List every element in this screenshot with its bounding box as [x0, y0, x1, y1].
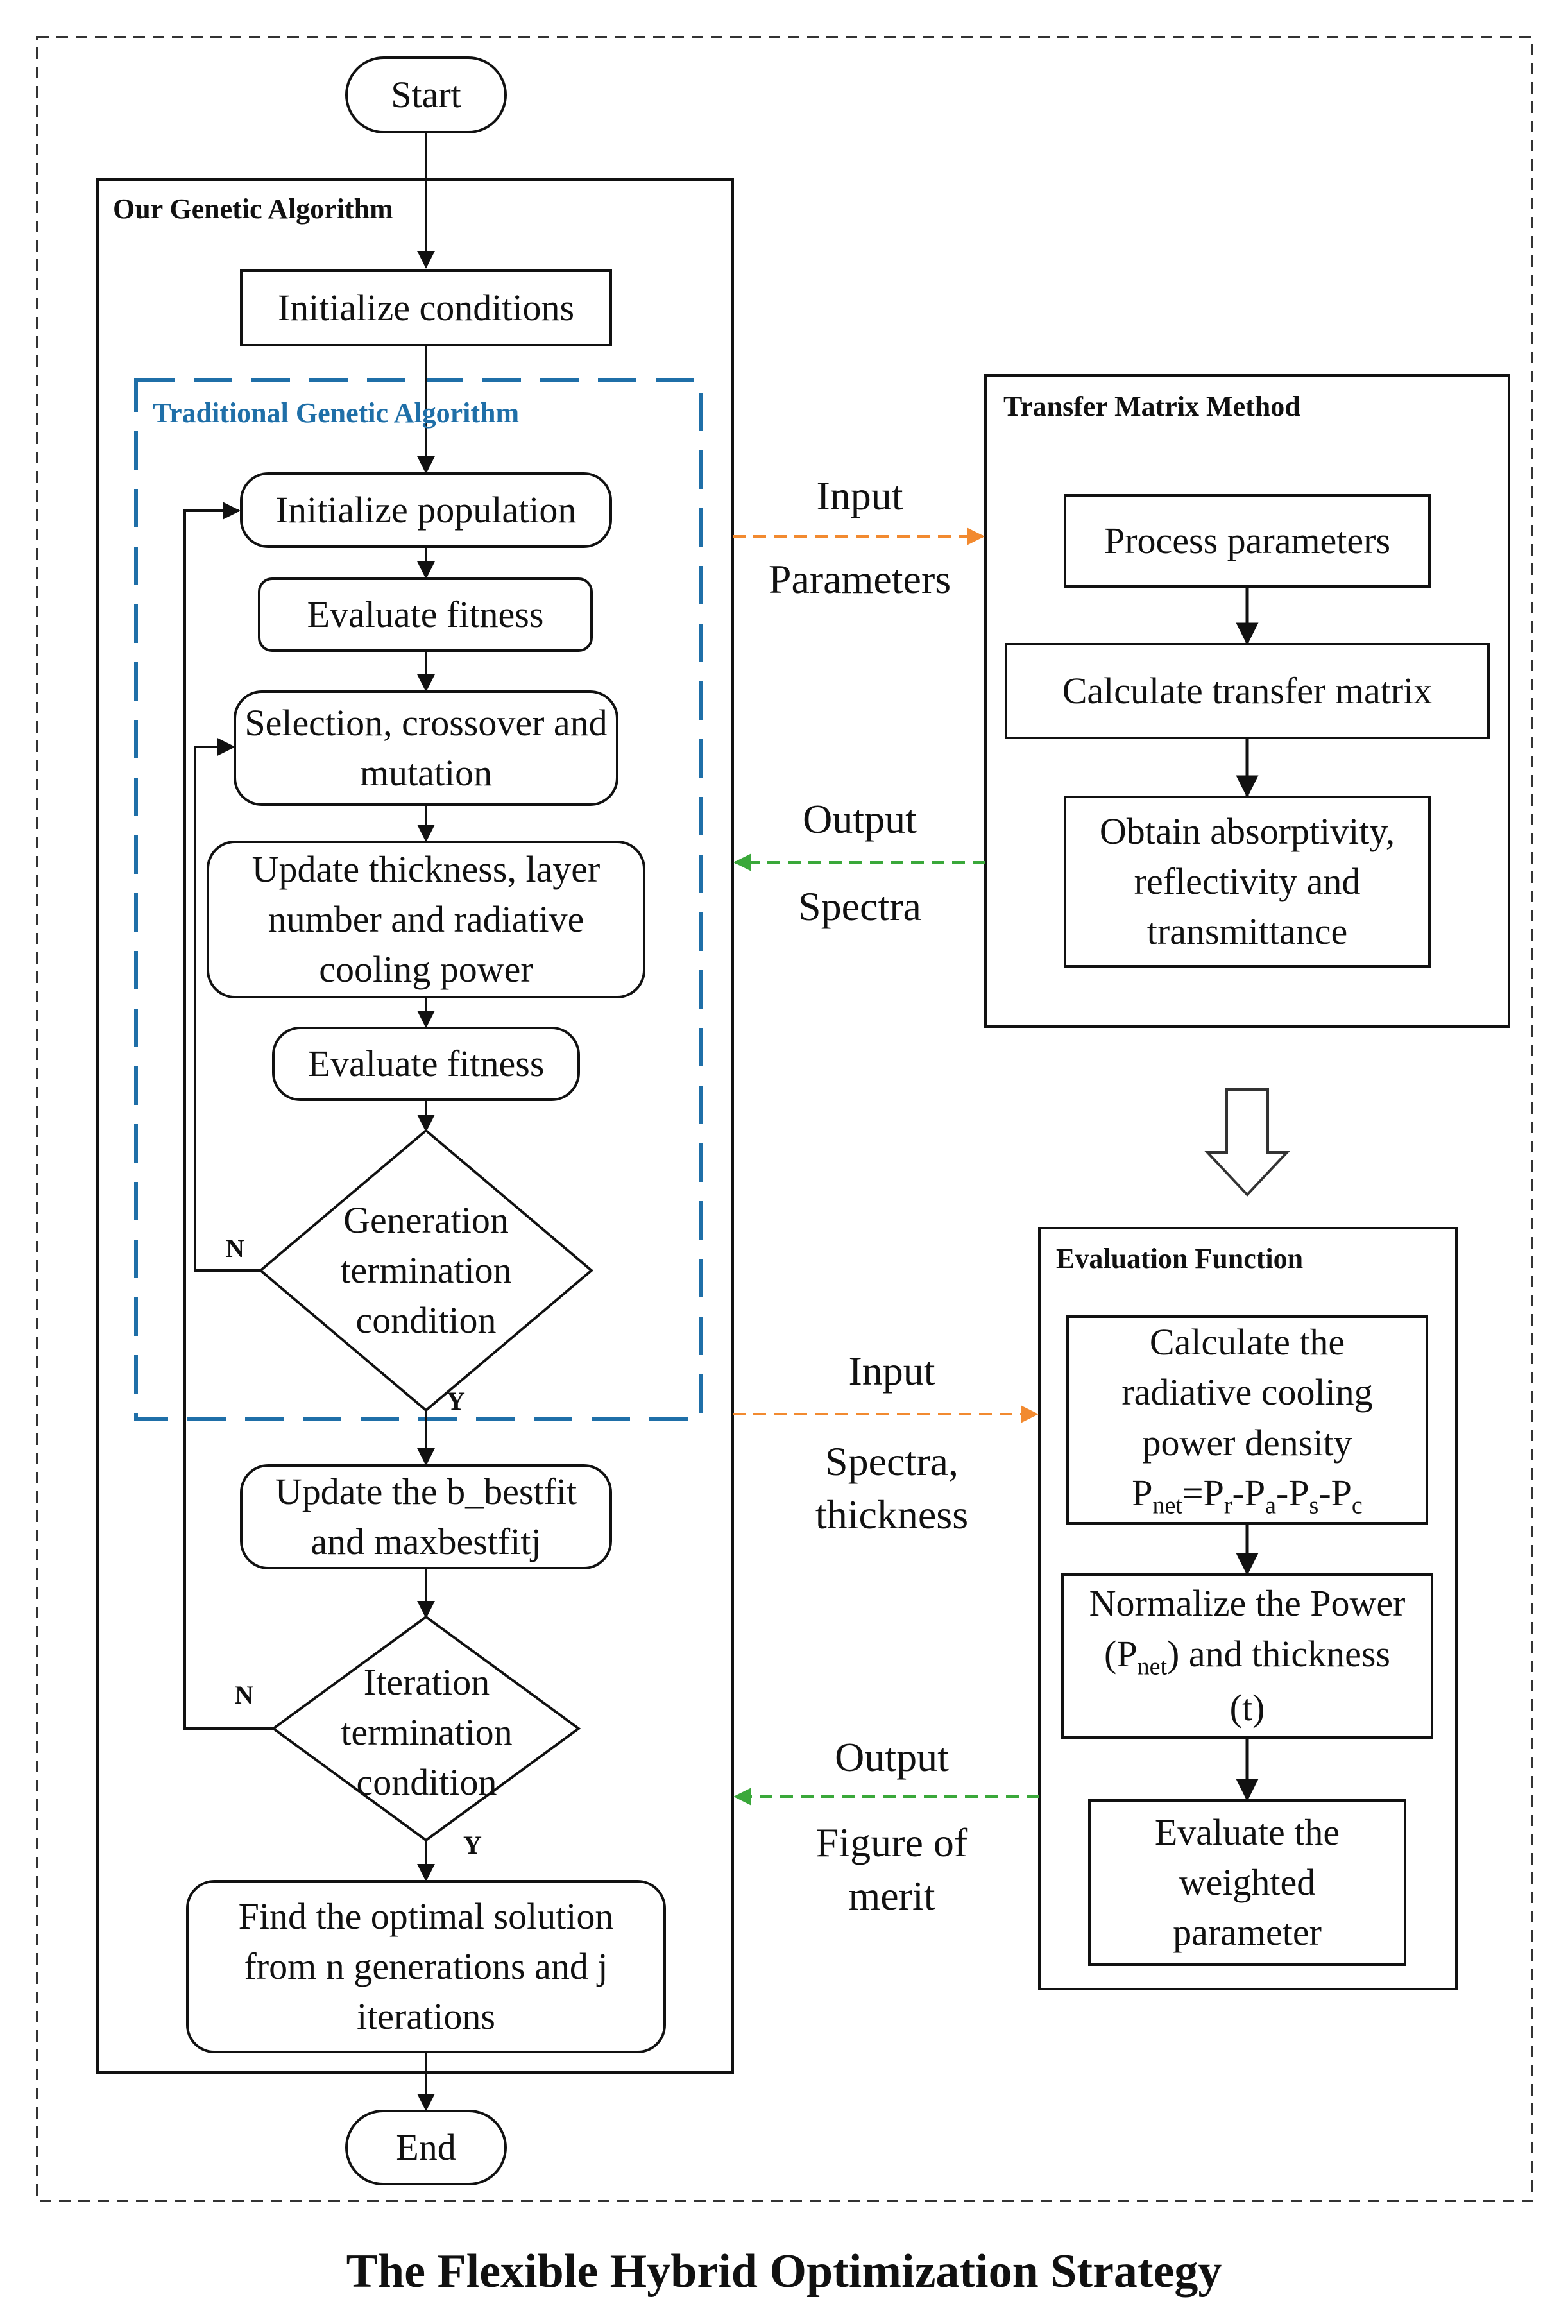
- start-terminal: Start: [345, 56, 507, 133]
- evaluation-function-label: Evaluation Function: [1056, 1243, 1304, 1274]
- output-2-bottom-label: Figure of merit: [815, 1820, 968, 1919]
- init-population-box: Initialize population: [240, 472, 612, 548]
- calculate-power-text: Calculate the radiative cooling power de…: [1121, 1321, 1373, 1464]
- normalize-text: Normalize the Power (Pnet) and thickness…: [1089, 1582, 1406, 1729]
- input-1-top-label: Input: [816, 473, 903, 518]
- transfer-matrix-frame: [984, 374, 1510, 1028]
- input-1-bottom-label: Parameters: [768, 556, 951, 602]
- update-best-box: Update the b_bestfit and maxbestfitj: [240, 1464, 612, 1569]
- power-formula: Pnet=Pr-Pa-Ps-Pc: [1132, 1472, 1363, 1519]
- our-ga-label: Our Genetic Algorithm: [113, 193, 393, 225]
- output-1-bottom-label: Spectra: [798, 884, 921, 929]
- input-2-bottom-label: Spectra, thickness: [815, 1439, 969, 1538]
- iteration-decision-text: Iteration termination condition: [341, 1661, 513, 1804]
- process-parameters-box: Process parameters: [1064, 494, 1431, 588]
- init-conditions-box: Initialize conditions: [240, 269, 612, 346]
- iteration-yes-label: Y: [463, 1831, 482, 1859]
- calculate-transfer-matrix-box: Calculate transfer matrix: [1005, 643, 1490, 739]
- evaluate-fitness-box-1: Evaluate fitness: [258, 577, 593, 652]
- traditional-ga-label: Traditional Genetic Algorithm: [153, 397, 520, 429]
- hollow-down-arrow: [1204, 1088, 1290, 1197]
- arrow-generation-no: [194, 738, 260, 1272]
- end-label: End: [396, 2126, 456, 2168]
- find-optimal-box: Find the optimal solution from n generat…: [186, 1880, 666, 2053]
- obtain-absorptivity-box: Obtain absorptivity, reflectivity and tr…: [1064, 796, 1431, 968]
- evaluation-frame: [1038, 1227, 1458, 1990]
- iteration-no-label: N: [235, 1680, 253, 1709]
- input-2-top-label: Input: [848, 1348, 935, 1394]
- update-thickness-box: Update thickness, layer number and radia…: [207, 841, 645, 998]
- figure-title: The Flexible Hybrid Optimization Strateg…: [346, 2245, 1222, 2298]
- selection-box: Selection, crossover and mutation: [234, 690, 618, 806]
- calculate-power-box: Calculate the radiative cooling power de…: [1066, 1315, 1428, 1525]
- start-label: Start: [391, 73, 461, 115]
- transfer-matrix-label: Transfer Matrix Method: [1003, 391, 1300, 422]
- evaluate-fitness-box-2: Evaluate fitness: [272, 1027, 580, 1101]
- evaluate-weighted-box: Evaluate the weighted parameter: [1088, 1799, 1406, 1966]
- traditional-ga-frame: [134, 378, 703, 1421]
- our-ga-frame: [96, 178, 734, 2074]
- output-2-top-label: Output: [835, 1734, 949, 1780]
- arrow-iteration-no: [183, 502, 273, 1730]
- generation-no-label: N: [226, 1234, 244, 1263]
- normalize-box: Normalize the Power (Pnet) and thickness…: [1061, 1573, 1433, 1739]
- end-terminal: End: [345, 2110, 507, 2185]
- output-1-top-label: Output: [803, 796, 917, 842]
- generation-yes-label: Y: [447, 1387, 465, 1415]
- generation-decision-text: Generation termination condition: [340, 1199, 512, 1342]
